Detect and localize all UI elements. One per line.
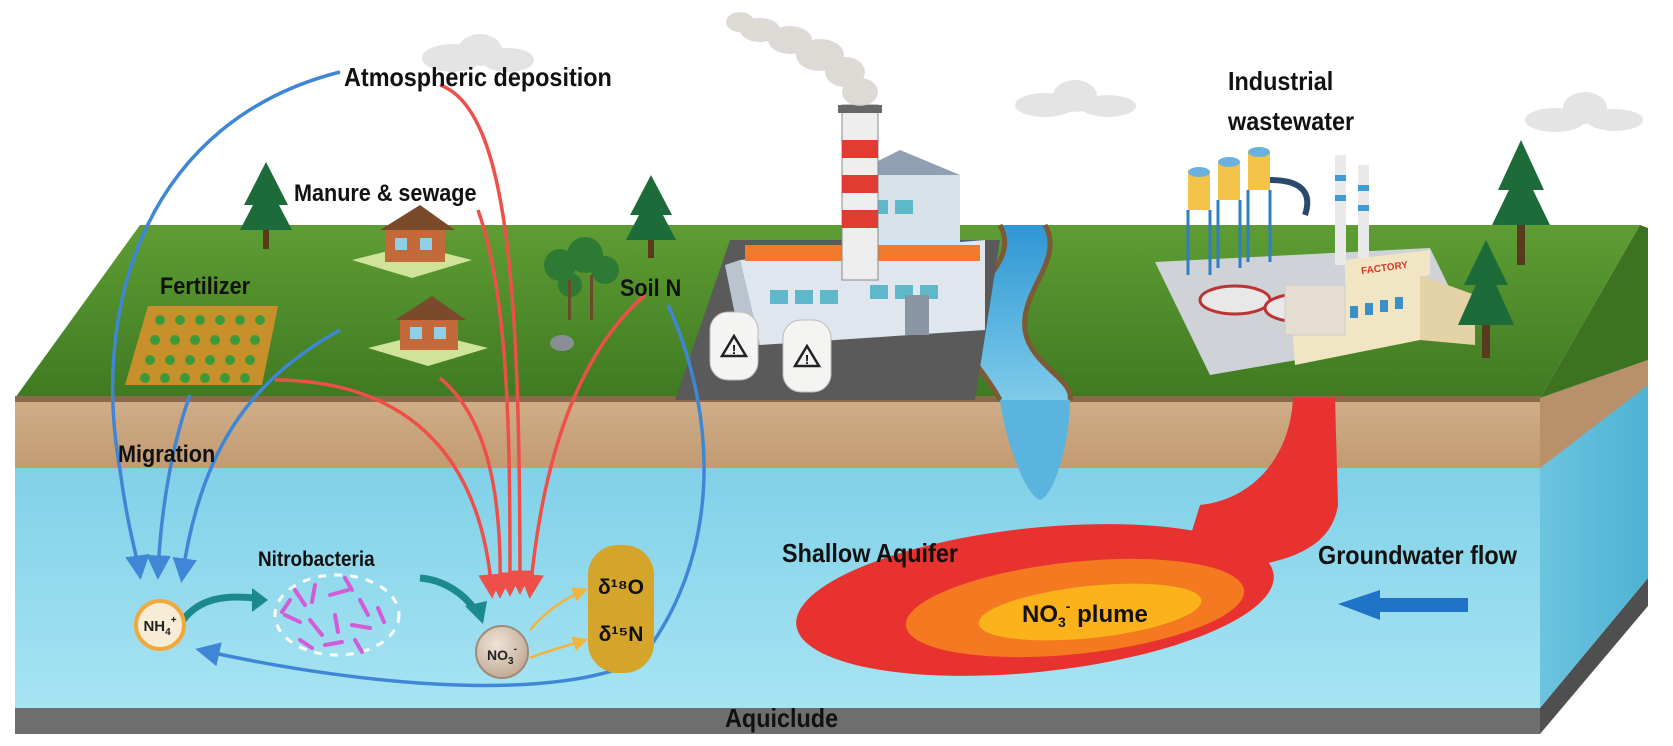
arrow-house2-to-no3 [438,376,513,599]
arrow-atm-to-no3 [439,83,533,595]
house-icon [368,296,488,366]
no3-node [475,625,529,679]
nitrobacteria-icon [273,573,401,657]
soil-n-label: Soil N [620,275,682,302]
industrial-label-line2: wastewater [1228,106,1355,136]
arrow-field-to-no3 [274,378,503,599]
aquiclude-label: Aquiclude [725,703,839,733]
arrow-atm-to-nh4 [110,70,341,580]
aquiclude-layer [15,708,1540,734]
land-surface-side [1540,225,1648,398]
nh4-label: NH4+ [143,615,176,638]
river-infiltration [1000,400,1070,500]
no3-label: NO3- [487,644,517,667]
wastewater-discharge [1180,398,1338,570]
arrow-field-to-nh4 [146,394,192,580]
manure-sewage-label: Manure & sewage [294,180,477,207]
arrow-no3-to-d18o [529,587,588,631]
cloud-icon [422,34,534,72]
tree-icon [1458,240,1514,358]
d15n-label: δ¹⁵N [599,623,644,646]
shallow-aquifer-label: Shallow Aquifer [782,538,958,568]
tree-icon [544,237,619,320]
tree-icon [626,175,676,258]
aquifer-side [1540,380,1648,708]
nh4-node [134,599,186,651]
tree-icon [240,162,292,249]
cloud-icon [1525,92,1643,132]
migration-label: Migration [118,441,216,468]
nitrobacteria-label: Nitrobacteria [258,548,375,571]
groundwater-flow-label: Groundwater flow [1318,540,1517,570]
industrial-label-line1: Industrial [1228,66,1334,96]
arrow-manure-to-no3 [476,209,523,597]
svg-text:!: ! [732,342,736,357]
arrow-nh4-to-bacteria [180,593,256,623]
cloud-icon [1015,80,1136,117]
aquiclude-side [1540,578,1648,734]
arrow-house-to-nh4 [172,328,341,583]
no3-plume-inner [978,583,1202,641]
groundwater-flow-arrow [1338,590,1468,620]
atmospheric-deposition-label: Atmospheric deposition [344,62,612,92]
power-plant-icon [838,104,882,281]
d18o-label: δ¹⁸O [598,576,644,599]
soil-layer-side [1540,360,1648,468]
arrow-soilN-to-no3 [519,293,647,599]
no3-plume-label: NO3- plume [1022,598,1148,630]
field-icon [125,306,278,385]
arrow-no3-to-d15n [529,636,588,660]
tree-icon [1492,140,1550,265]
svg-text:!: ! [805,352,809,367]
smoke-cloud-icon [726,12,878,106]
factory-icon [1186,147,1475,365]
house-icon [352,205,472,278]
isotope-box [588,545,654,673]
fertilizer-label: Fertilizer [160,273,251,300]
hazard-icon: ! ! [709,311,832,393]
river-icon [964,225,1071,400]
